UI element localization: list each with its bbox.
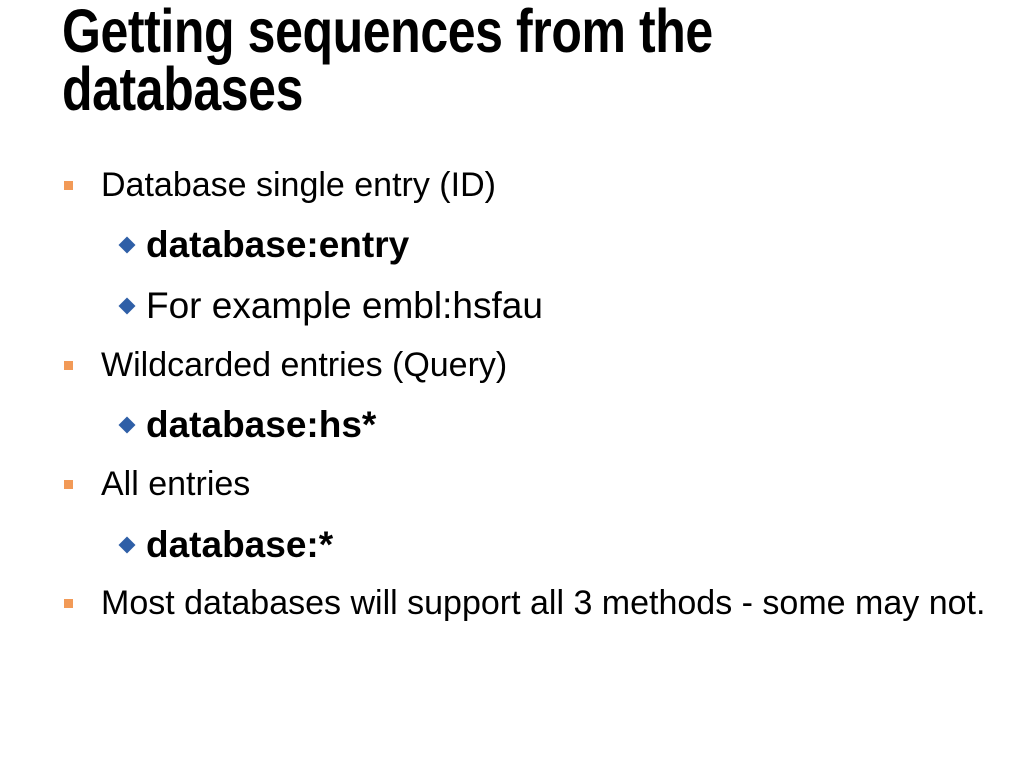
bullet-text: Most databases will support all 3 method… (101, 584, 986, 622)
sub-bullet-text: database:* (146, 524, 334, 565)
diamond-bullet-icon (118, 416, 136, 434)
bullet-text: Wildcarded entries (Query) (101, 346, 508, 384)
square-bullet-icon (64, 599, 73, 608)
square-bullet-icon (64, 480, 73, 489)
bullet-text: Database single entry (ID) (101, 166, 496, 204)
sub-bullet-text: database:entry (146, 224, 410, 265)
diamond-bullet-icon (118, 236, 136, 254)
sub-bullet-text: For example embl:hsfau (146, 285, 543, 326)
diamond-bullet-icon (118, 536, 136, 554)
bullet-text: All entries (101, 465, 251, 503)
square-bullet-icon (64, 181, 73, 190)
square-bullet-icon (64, 361, 73, 370)
diamond-bullet-icon (118, 297, 136, 315)
sub-bullet-text: database:hs* (146, 404, 377, 445)
slide-title: Getting sequences from the databases (62, 0, 713, 123)
